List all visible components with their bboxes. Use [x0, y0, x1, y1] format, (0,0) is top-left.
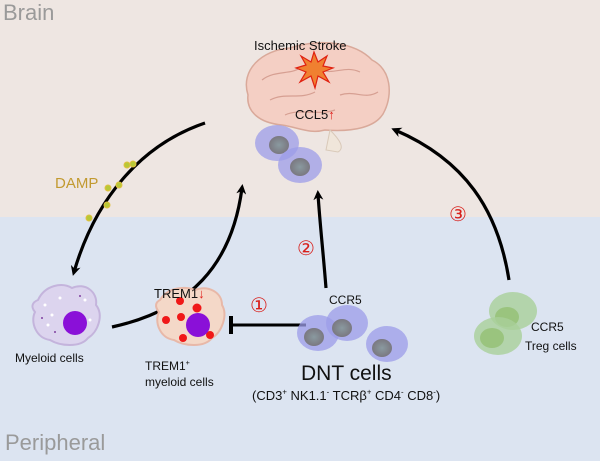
myeloid-cells-label: Myeloid cells — [15, 351, 84, 365]
arrow-brain-to-myeloid — [70, 121, 206, 276]
brain-icon — [245, 41, 390, 153]
ccl5-text: CCL5 — [295, 107, 329, 122]
myeloid-cell — [31, 284, 101, 346]
trem1-plus-text: TREM1 — [145, 359, 186, 373]
marker-sup: - — [433, 387, 436, 397]
damp-label: DAMP — [55, 175, 99, 192]
trem1-down-arrow-icon: ↓ — [198, 286, 205, 301]
marker-sup: + — [282, 387, 287, 397]
treg-cell-2 — [474, 317, 522, 355]
step-2-marker: ② — [297, 238, 315, 260]
inhibition-dnt-to-trem1 — [229, 316, 306, 334]
ccr5-treg-label: CCR5 — [531, 320, 564, 334]
step-1-marker: ① — [250, 295, 268, 317]
step-3-marker: ③ — [449, 204, 467, 226]
brain-region-label: Brain — [3, 0, 55, 25]
peripheral-region-label: Peripheral — [5, 430, 106, 455]
ischemic-stroke-label: Ischemic Stroke — [254, 38, 347, 53]
dnt-cell-brain-2 — [278, 147, 322, 183]
trem1-plus-sup: + — [185, 358, 190, 367]
marker-tcrb: TCRβ — [329, 388, 367, 403]
dnt-cell-periph-2 — [326, 305, 368, 341]
stroke-starburst-icon — [294, 50, 336, 91]
marker-cd3: (CD3 — [252, 388, 283, 403]
dnt-markers-label: (CD3+ NK1.1- TCRβ+ CD4- CD8-) — [252, 388, 440, 403]
marker-cd4: CD4 — [371, 388, 402, 403]
trem1-myeloid-label: TREM1+ myeloid cells — [145, 358, 214, 390]
arrow-dnt-to-brain — [313, 190, 328, 289]
dnt-cells-label: DNT cells — [301, 362, 392, 385]
treg-cells-label: Treg cells — [525, 339, 577, 353]
trem1-text: TREM1 — [154, 286, 199, 301]
marker-sup: - — [326, 387, 330, 397]
damp-particles — [85, 160, 137, 222]
trem1-myeloid-cell — [155, 286, 226, 346]
ccl5-label: CCL5↑ — [295, 107, 335, 122]
arrow-trem1-to-brain — [111, 184, 247, 329]
dnt-cell-periph-3 — [366, 326, 408, 362]
marker-sup: + — [366, 387, 372, 397]
ccr5-dnt-label: CCR5 — [329, 293, 362, 307]
ccl5-up-arrow-icon: ↑ — [328, 107, 335, 122]
trem1-myeloid-text: myeloid cells — [145, 375, 214, 389]
marker-nk11: NK1.1 — [286, 388, 327, 403]
marker-cd8: CD8 — [403, 388, 434, 403]
marker-close: ) — [435, 388, 441, 403]
trem1-label: TREM1↓ — [154, 286, 205, 301]
marker-sup: - — [401, 387, 404, 397]
arrow-treg-to-brain — [391, 127, 511, 281]
